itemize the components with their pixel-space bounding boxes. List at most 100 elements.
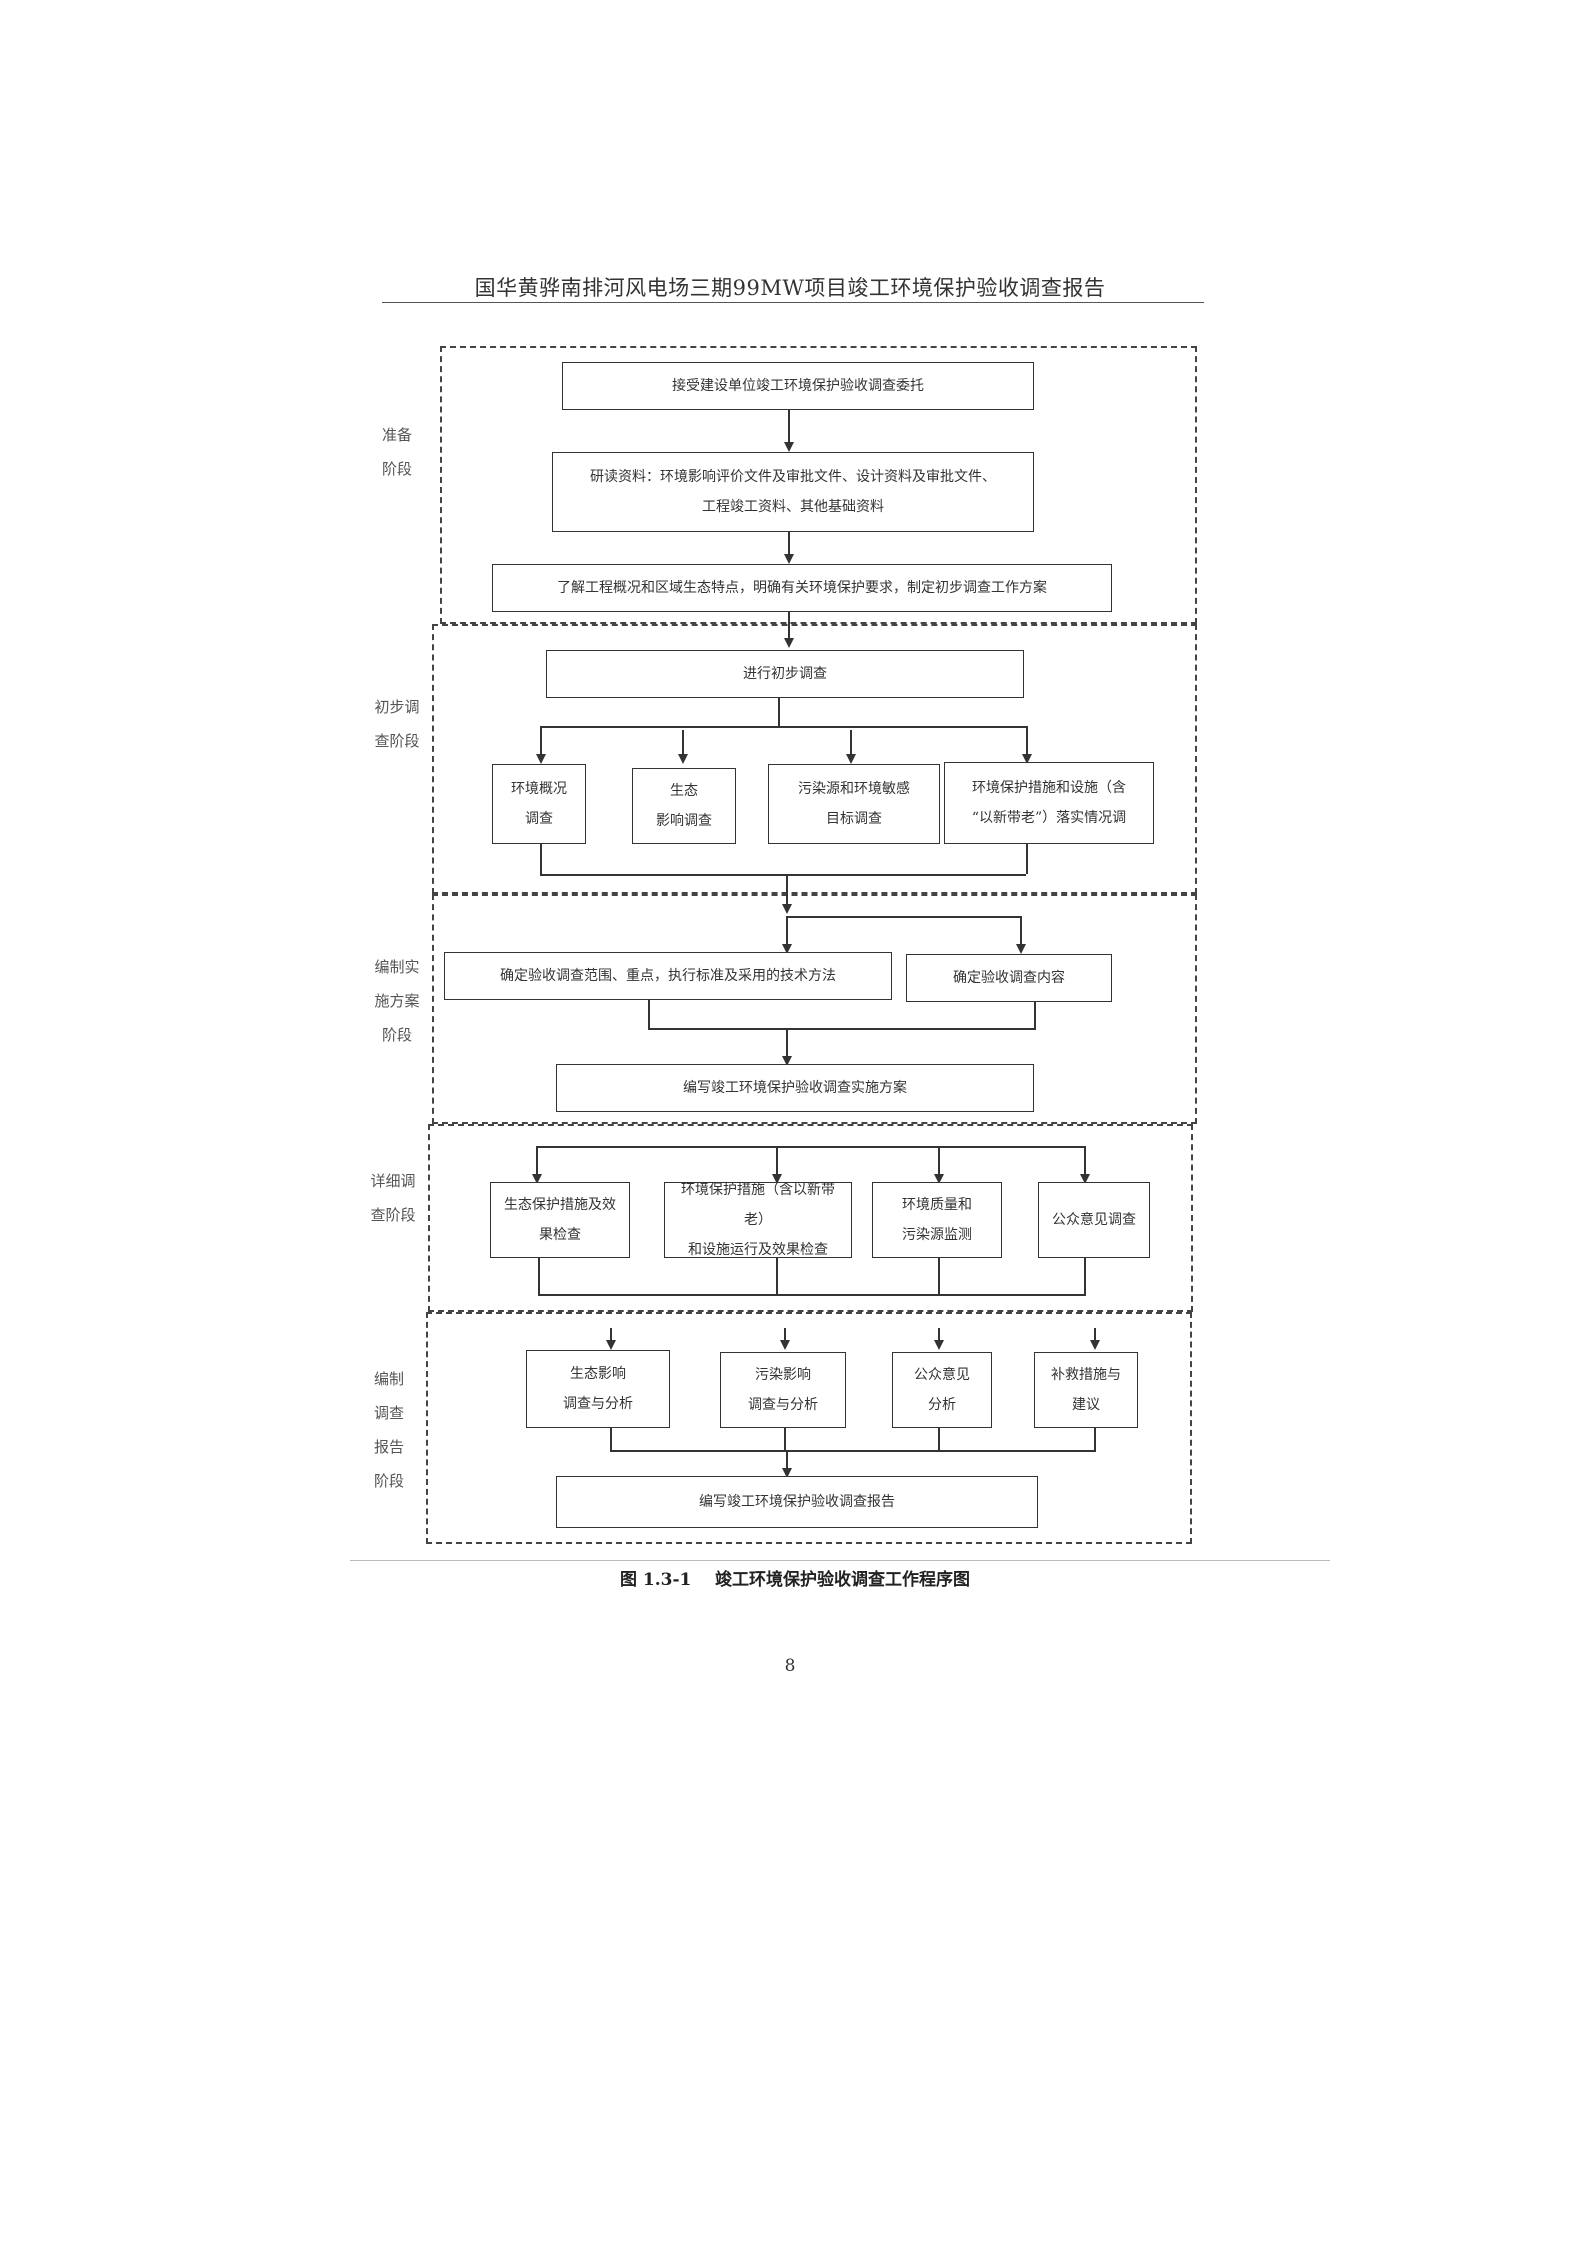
box-remedial-measures: 补救措施与 建议 [1034, 1352, 1138, 1428]
box-determine-content: 确定验收调查内容 [906, 954, 1112, 1002]
box-env-quality-monitor-text: 环境质量和 污染源监测 [902, 1197, 972, 1243]
connector [610, 1450, 1096, 1452]
arrow-head [782, 944, 792, 954]
box-write-report: 编写竣工环境保护验收调查报告 [556, 1476, 1038, 1528]
arrow-head [846, 754, 856, 764]
connector [938, 1428, 940, 1450]
arrow-head [782, 904, 792, 914]
connector [788, 612, 790, 640]
box-conduct-prelim-text: 进行初步调查 [743, 666, 827, 682]
connector [540, 726, 1026, 728]
box-write-plan: 编写竣工环境保护验收调查实施方案 [556, 1064, 1034, 1112]
box-accept-commission-text: 接受建设单位竣工环境保护验收调查委托 [672, 378, 924, 394]
box-eco-impact-text: 生态 影响调查 [656, 783, 712, 829]
connector [850, 730, 852, 756]
box-eco-analysis: 生态影响 调查与分析 [526, 1350, 670, 1428]
box-understand-project-text: 了解工程概况和区域生态特点，明确有关环境保护要求，制定初步调查工作方案 [557, 580, 1047, 596]
connector [610, 1428, 612, 1450]
box-pollution-analysis: 污染影响 调查与分析 [720, 1352, 846, 1428]
connector [540, 726, 542, 756]
stage-detail-frame [428, 1124, 1193, 1312]
connector [1020, 916, 1022, 946]
box-env-measures: 环境保护措施和设施（含 “以新带老”）落实情况调 [944, 762, 1154, 844]
connector [784, 1428, 786, 1450]
box-eco-analysis-text: 生态影响 调查与分析 [563, 1366, 633, 1412]
connector [538, 1258, 540, 1294]
connector [786, 1028, 788, 1058]
box-eco-impact: 生态 影响调查 [632, 768, 736, 844]
box-env-measures-check-text: 环境保护措施（含以新带老） 和设施运行及效果检查 [681, 1182, 835, 1258]
connector [1026, 726, 1028, 756]
arrow-head [772, 1174, 782, 1184]
connector [784, 1328, 786, 1342]
connector [1094, 1328, 1096, 1342]
stage-label-prep: 准备 阶段 [362, 418, 432, 486]
box-env-overview: 环境概况 调查 [492, 764, 586, 844]
connector [938, 1258, 940, 1294]
connector [540, 844, 542, 874]
arrow-head [782, 1056, 792, 1066]
figure-caption: 图 1.3-1 竣工环境保护验收调查工作程序图 [619, 1570, 971, 1590]
connector [540, 874, 1026, 876]
header-rule [382, 302, 1204, 303]
stage-label-prelim-text: 初步调 查阶段 [374, 698, 420, 750]
stage-report-frame [426, 1312, 1192, 1544]
arrow-head [1016, 944, 1026, 954]
box-determine-scope: 确定验收调查范围、重点，执行标准及采用的技术方法 [444, 952, 892, 1000]
box-env-measures-text: 环境保护措施和设施（含 “以新带老”）落实情况调 [971, 780, 1127, 826]
connector [648, 1000, 650, 1028]
stage-plan-frame [432, 894, 1197, 1124]
connector [786, 874, 788, 906]
caption-rule [350, 1560, 1330, 1561]
connector [648, 1028, 1036, 1030]
stage-label-plan-text: 编制实 施方案 阶段 [374, 958, 420, 1044]
arrow-head [934, 1340, 944, 1350]
connector [788, 532, 790, 556]
stage-label-detail: 详细调 查阶段 [358, 1164, 428, 1232]
box-public-opinion-analysis-text: 公众意见 分析 [914, 1367, 970, 1413]
connector [938, 1146, 940, 1176]
connector [538, 1294, 1086, 1296]
stage-label-detail-text: 详细调 查阶段 [370, 1172, 416, 1224]
connector [1084, 1258, 1086, 1294]
box-write-report-text: 编写竣工环境保护验收调查报告 [699, 1494, 895, 1510]
box-env-quality-monitor: 环境质量和 污染源监测 [872, 1182, 1002, 1258]
connector [776, 1258, 778, 1294]
connector [682, 730, 684, 756]
box-pollution-source-text: 污染源和环境敏感 目标调查 [798, 781, 910, 827]
arrow-head [678, 754, 688, 764]
box-public-opinion-survey-text: 公众意见调查 [1052, 1212, 1136, 1228]
box-understand-project: 了解工程概况和区域生态特点，明确有关环境保护要求，制定初步调查工作方案 [492, 564, 1112, 612]
box-eco-measures-check: 生态保护措施及效 果检查 [490, 1182, 630, 1258]
stage-label-prelim: 初步调 查阶段 [362, 690, 432, 758]
connector [776, 1146, 778, 1176]
box-accept-commission: 接受建设单位竣工环境保护验收调查委托 [562, 362, 1034, 410]
connector [536, 1146, 1084, 1148]
box-env-overview-text: 环境概况 调查 [511, 781, 567, 827]
stage-label-report-text: 编制 调查 报告 阶段 [373, 1370, 404, 1490]
arrow-head [934, 1174, 944, 1184]
stage-prep-frame [440, 346, 1197, 624]
page-number: 8 [784, 1656, 796, 1676]
connector [788, 410, 790, 444]
box-remedial-measures-text: 补救措施与 建议 [1051, 1367, 1121, 1413]
stage-label-prep-text: 准备 阶段 [381, 426, 412, 478]
connector [1026, 844, 1028, 874]
stage-label-plan: 编制实 施方案 阶段 [362, 950, 432, 1052]
stage-label-report: 编制 调查 报告 阶段 [354, 1362, 424, 1498]
arrow-head [784, 442, 794, 452]
box-pollution-analysis-text: 污染影响 调查与分析 [748, 1367, 818, 1413]
arrow-head [536, 754, 546, 764]
box-determine-scope-text: 确定验收调查范围、重点，执行标准及采用的技术方法 [500, 968, 836, 984]
connector [1034, 1002, 1036, 1028]
box-write-plan-text: 编写竣工环境保护验收调查实施方案 [683, 1080, 907, 1096]
connector [786, 916, 1020, 918]
arrow-head [782, 1468, 792, 1478]
arrow-head [780, 1340, 790, 1350]
arrow-head [784, 638, 794, 648]
box-determine-content-text: 确定验收调查内容 [953, 970, 1065, 986]
connector [938, 1328, 940, 1342]
arrow-head [784, 554, 794, 564]
box-eco-measures-check-text: 生态保护措施及效 果检查 [504, 1197, 616, 1243]
